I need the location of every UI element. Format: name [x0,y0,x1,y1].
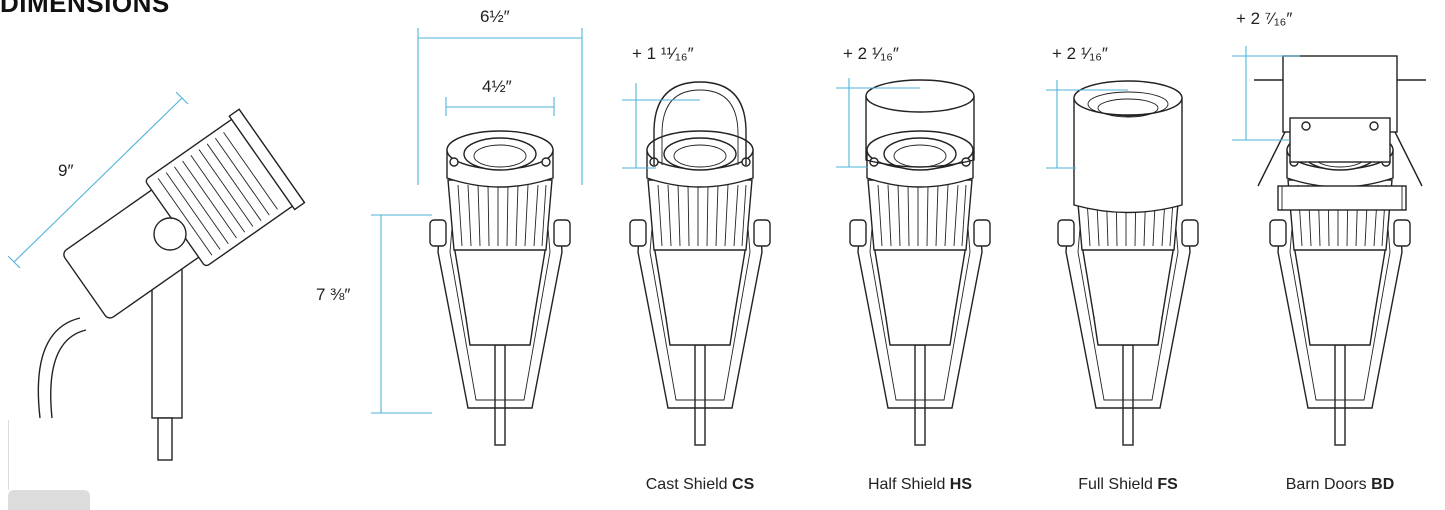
full-shield-caption: Full Shield FS [1078,476,1178,494]
outer-width-label: 6½″ [480,7,510,26]
side-view-fixture [37,108,306,461]
cast-shield-extra-label: + 1 ¹¹⁄₁₆″ [632,44,694,63]
cast-shield-code: CS [732,476,755,493]
barn-doors-caption: Barn Doors BD [1286,476,1394,494]
barn-doors-extra-label: + 2 ⁷⁄₁₆″ [1236,9,1292,28]
cast-shield-fixture [629,81,771,446]
diagonal-dimension: 9″ [7,91,189,269]
barn-doors-name: Barn Doors [1285,476,1367,493]
half-shield-caption: Half Shield HS [868,476,972,494]
cast-shield-extra-dimension: + 1 ¹¹⁄₁₆″ [622,44,700,169]
full-shield-code: FS [1157,476,1178,493]
full-shield-extra-label: + 2 ¹⁄₁₆″ [1052,44,1108,63]
diagonal-length-label: 9″ [58,161,73,180]
barn-doors-extra-dimension: + 2 ⁷⁄₁₆″ [1232,9,1300,141]
half-shield-name: Half Shield [867,476,946,493]
height-dimension: 7 ⅜″ [316,214,432,414]
half-shield-extra-dimension: + 2 ¹⁄₁₆″ [836,44,920,168]
lens-width-label: 4½″ [482,77,512,96]
height-label: 7 ⅜″ [316,285,350,304]
barn-doors-fixture [1254,55,1426,446]
half-shield-fixture [849,79,991,446]
corner-divider [8,420,9,490]
cast-shield-name: Cast Shield [645,476,728,493]
cast-shield-caption: Cast Shield CS [646,476,755,494]
front-view-fixture [429,130,571,446]
half-shield-extra-label: + 2 ¹⁄₁₆″ [843,44,899,63]
full-shield-fixture [1057,80,1199,446]
barn-doors-code: BD [1371,476,1395,493]
half-shield-code: HS [949,476,973,493]
corner-tab [8,490,90,510]
page-title: DIMENSIONS [0,0,170,18]
outer-width-dimension: 6½″ [417,7,583,185]
full-shield-extra-dimension: + 2 ¹⁄₁₆″ [1046,44,1128,169]
lens-width-dimension: 4½″ [445,77,555,116]
full-shield-name: Full Shield [1078,476,1153,493]
